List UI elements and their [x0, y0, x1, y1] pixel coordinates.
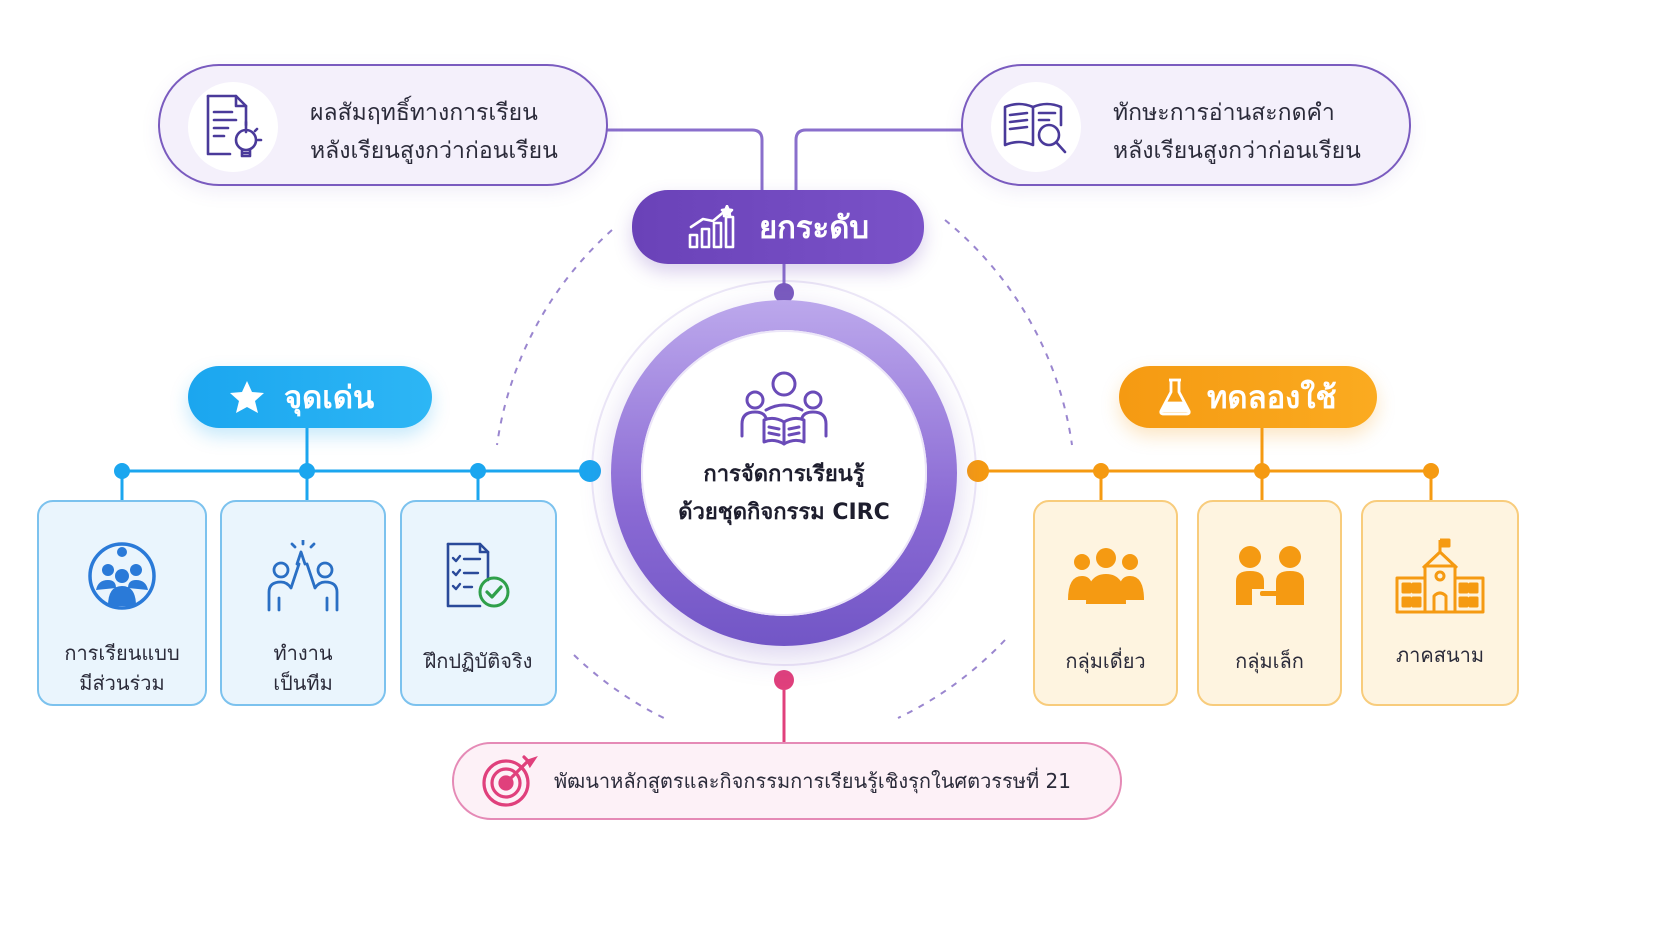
- trial-badge: ทดลองใช้: [1119, 366, 1377, 428]
- center-title: การจัดการเรียนรู้ ด้วยชุดกิจกรรม CIRC: [678, 462, 890, 525]
- center-hub: การจัดการเรียนรู้ ด้วยชุดกิจกรรม CIRC: [641, 330, 927, 616]
- people-group-icon: [1066, 536, 1146, 616]
- pair-icon: [1234, 536, 1306, 616]
- outcome-reading-text: ทักษะการอ่านสะกดคำ หลังเรียนสูงกว่าก่อนเ…: [1113, 100, 1361, 164]
- highlights-label: จุดเด่น: [284, 380, 375, 416]
- highlight-card-label: การเรียนแบบ มีส่วนร่วม: [64, 641, 180, 695]
- highlight-card-teamwork: ทำงาน เป็นทีม: [220, 500, 386, 706]
- highlight-card-practice: ฝึกปฏิบัติจริง: [400, 500, 557, 706]
- highlight-card-participation: การเรียนแบบ มีส่วนร่วม: [37, 500, 207, 706]
- checklist-icon: [444, 536, 514, 616]
- trial-card-label: ภาคสนาม: [1395, 643, 1485, 667]
- outcome-reading-pill: ทักษะการอ่านสะกดคำ หลังเรียนสูงกว่าก่อนเ…: [961, 64, 1411, 186]
- upgrade-label: ยกระดับ: [758, 210, 870, 246]
- school-building-icon: [1395, 536, 1485, 616]
- outcome-achievement-pill: ผลสัมฤทธิ์ทางการเรียน หลังเรียนสูงกว่าก่…: [158, 64, 608, 186]
- goal-text: พัฒนาหลักสูตรและกิจกรรมการเรียนรู้เชิงรุ…: [554, 769, 1071, 793]
- target-icon: [480, 753, 538, 809]
- trial-card-individual: กลุ่มเดี่ยว: [1033, 500, 1178, 706]
- trial-card-field: ภาคสนาม: [1361, 500, 1519, 706]
- trial-label: ทดลองใช้: [1207, 380, 1337, 416]
- trial-card-label: กลุ่มเล็ก: [1235, 649, 1304, 673]
- star-icon: [228, 379, 266, 415]
- trial-card-label: กลุ่มเดี่ยว: [1065, 649, 1146, 673]
- highlight-card-label: ฝึกปฏิบัติจริง: [424, 649, 533, 673]
- highlights-badge: จุดเด่น: [188, 366, 432, 428]
- goal-pill: พัฒนาหลักสูตรและกิจกรรมการเรียนรู้เชิงรุ…: [452, 742, 1122, 820]
- high-five-icon: [263, 536, 343, 616]
- document-lightbulb-icon: [188, 82, 278, 172]
- book-magnifier-icon: [991, 82, 1081, 172]
- reading-group-icon: [738, 370, 830, 450]
- participation-group-icon: [86, 536, 158, 616]
- outcome-achievement-text: ผลสัมฤทธิ์ทางการเรียน หลังเรียนสูงกว่าก่…: [310, 100, 558, 164]
- growth-chart-icon: [687, 205, 735, 249]
- flask-icon: [1157, 377, 1193, 417]
- upgrade-badge: ยกระดับ: [632, 190, 924, 264]
- highlight-card-label: ทำงาน เป็นทีม: [273, 641, 333, 695]
- trial-card-small-group: กลุ่มเล็ก: [1197, 500, 1342, 706]
